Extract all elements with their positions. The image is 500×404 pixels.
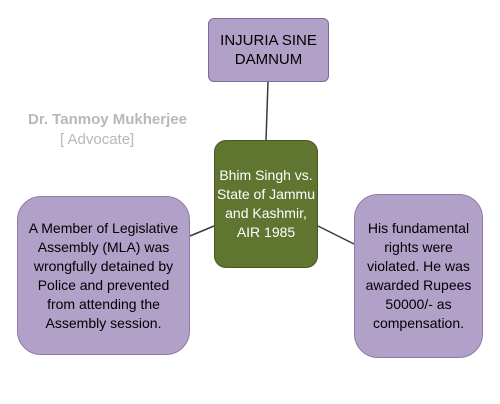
center-node-case-name: Bhim Singh vs. State of Jammu and Kashmi… [214,140,318,268]
watermark-name: Dr. Tanmoy Mukherjee [28,111,187,128]
left-node-facts: A Member of Legislative Assembly (MLA) w… [17,196,190,355]
top-node-injuria-sine-damnum: INJURIA SINE DAMNUM [208,18,329,82]
left-node-label: A Member of Legislative Assembly (MLA) w… [28,219,179,331]
connector-top [265,81,269,141]
connector-right [317,225,355,245]
center-node-label: Bhim Singh vs. State of Jammu and Kashmi… [216,167,316,240]
watermark-title: [ Advocate] [60,131,135,148]
author-watermark: Dr. Tanmoy Mukherjee [ Advocate] [28,110,187,150]
top-node-label: INJURIA SINE DAMNUM [220,32,317,68]
right-node-decision: His fundamental rights were violated. He… [354,194,483,358]
right-node-label: His fundamental rights were violated. He… [365,220,472,331]
connector-left [189,225,215,237]
